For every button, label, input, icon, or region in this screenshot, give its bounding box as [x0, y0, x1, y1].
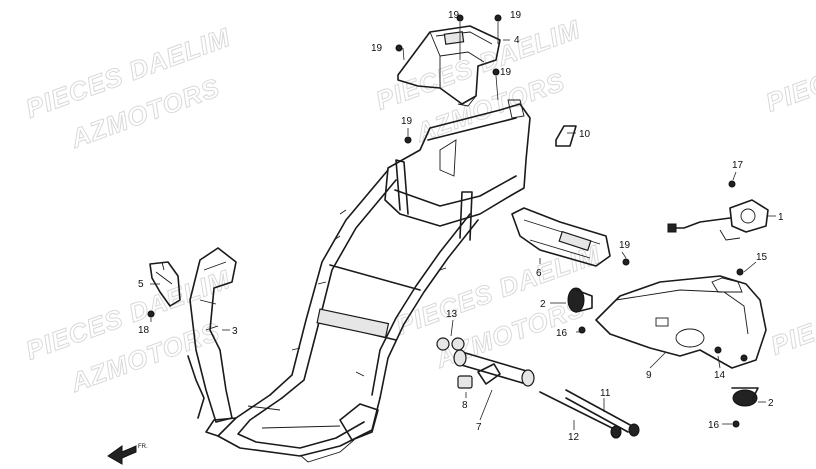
- callout-3: 3: [232, 326, 238, 337]
- callout-13: 13: [446, 309, 458, 320]
- part-13-bushing: [436, 337, 465, 351]
- callout-12: 12: [568, 432, 580, 443]
- callout-7: 7: [476, 422, 482, 433]
- callout-19: 19: [510, 10, 522, 21]
- part-1-sensor: [667, 199, 769, 241]
- part-8-collar: [457, 375, 473, 389]
- part-10-label-plate: [555, 125, 577, 147]
- callout-19: 19: [448, 10, 460, 21]
- watermark: PIECES: [762, 55, 816, 118]
- callout-16: 16: [708, 420, 720, 431]
- callout-6: 6: [536, 268, 542, 279]
- part-3-front-bracket: [149, 247, 237, 423]
- callout-1: 1: [778, 212, 784, 223]
- leader-lines: [150, 22, 776, 430]
- callout-4: 4: [514, 35, 520, 46]
- callout-labels: 19 19 4 19 19 19 10 17 1 19 6 15 5 2 13 …: [138, 10, 784, 443]
- part-2-damper-upper: [567, 287, 593, 313]
- callout-15: 15: [756, 252, 768, 263]
- callout-17: 17: [732, 160, 744, 171]
- callout-11: 11: [600, 388, 611, 399]
- part-12-long-bolt: [539, 391, 622, 439]
- part-2-damper-lower: [731, 387, 759, 407]
- callout-8: 8: [462, 400, 468, 411]
- part-7-pivot-bar: [453, 349, 535, 387]
- part-6-side-bracket: [511, 207, 611, 267]
- callout-5: 5: [138, 279, 144, 290]
- callout-19: 19: [371, 43, 383, 54]
- callout-16: 16: [556, 328, 568, 339]
- callout-14: 14: [714, 370, 726, 381]
- part-9-inner-cover: [595, 275, 767, 369]
- watermark: PIE: [767, 317, 816, 361]
- callout-2: 2: [540, 299, 546, 310]
- callout-9: 9: [646, 370, 652, 381]
- front-label: FR.: [138, 444, 148, 450]
- callout-10: 10: [579, 129, 591, 140]
- callout-18: 18: [138, 325, 150, 336]
- watermark-layer: PIECES DAELIM AZMOTORS PIECES DAELIM AZM…: [21, 13, 816, 398]
- callout-19: 19: [500, 67, 512, 78]
- callout-19: 19: [401, 116, 413, 127]
- callout-19: 19: [619, 240, 631, 251]
- front-direction-arrow: FR.: [107, 444, 148, 465]
- part-4-top-bracket: [397, 25, 501, 107]
- callout-2: 2: [768, 398, 774, 409]
- small-bolts: [147, 14, 748, 428]
- main-frame: [205, 99, 531, 463]
